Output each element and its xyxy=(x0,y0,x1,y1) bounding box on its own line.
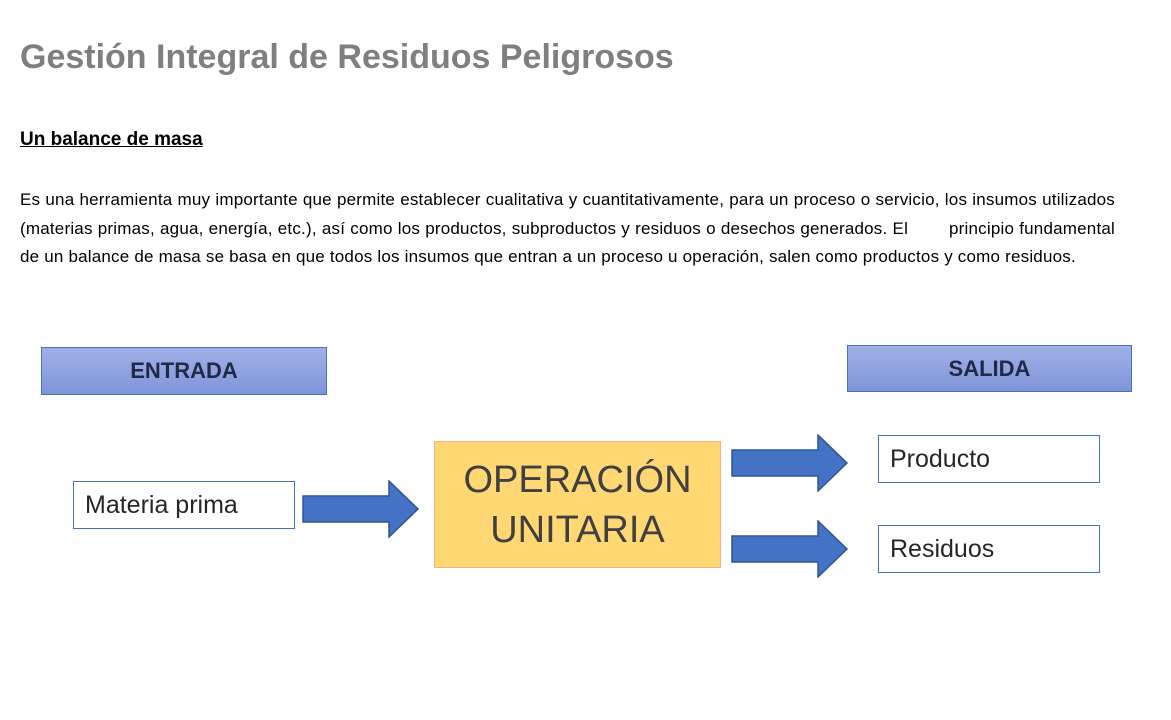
process-box: OPERACIÓN UNITARIA xyxy=(434,441,721,568)
output-item-product-box: Producto xyxy=(878,435,1100,483)
arrow-right-icon xyxy=(731,520,849,578)
output-item-waste-box: Residuos xyxy=(878,525,1100,573)
section-subtitle: Un balance de masa xyxy=(20,129,203,150)
process-label-line2: UNITARIA xyxy=(490,508,665,551)
description-paragraph: Es una herramienta muy importante que pe… xyxy=(20,190,1120,266)
arrow-right-icon xyxy=(302,480,420,538)
arrow-right-icon xyxy=(731,434,849,492)
output-header: SALIDA xyxy=(847,345,1132,392)
page-title: Gestión Integral de Residuos Peligrosos xyxy=(20,38,674,76)
process-label-line1: OPERACIÓN xyxy=(463,458,692,501)
input-item-box: Materia prima xyxy=(73,481,295,529)
input-header: ENTRADA xyxy=(41,347,327,395)
